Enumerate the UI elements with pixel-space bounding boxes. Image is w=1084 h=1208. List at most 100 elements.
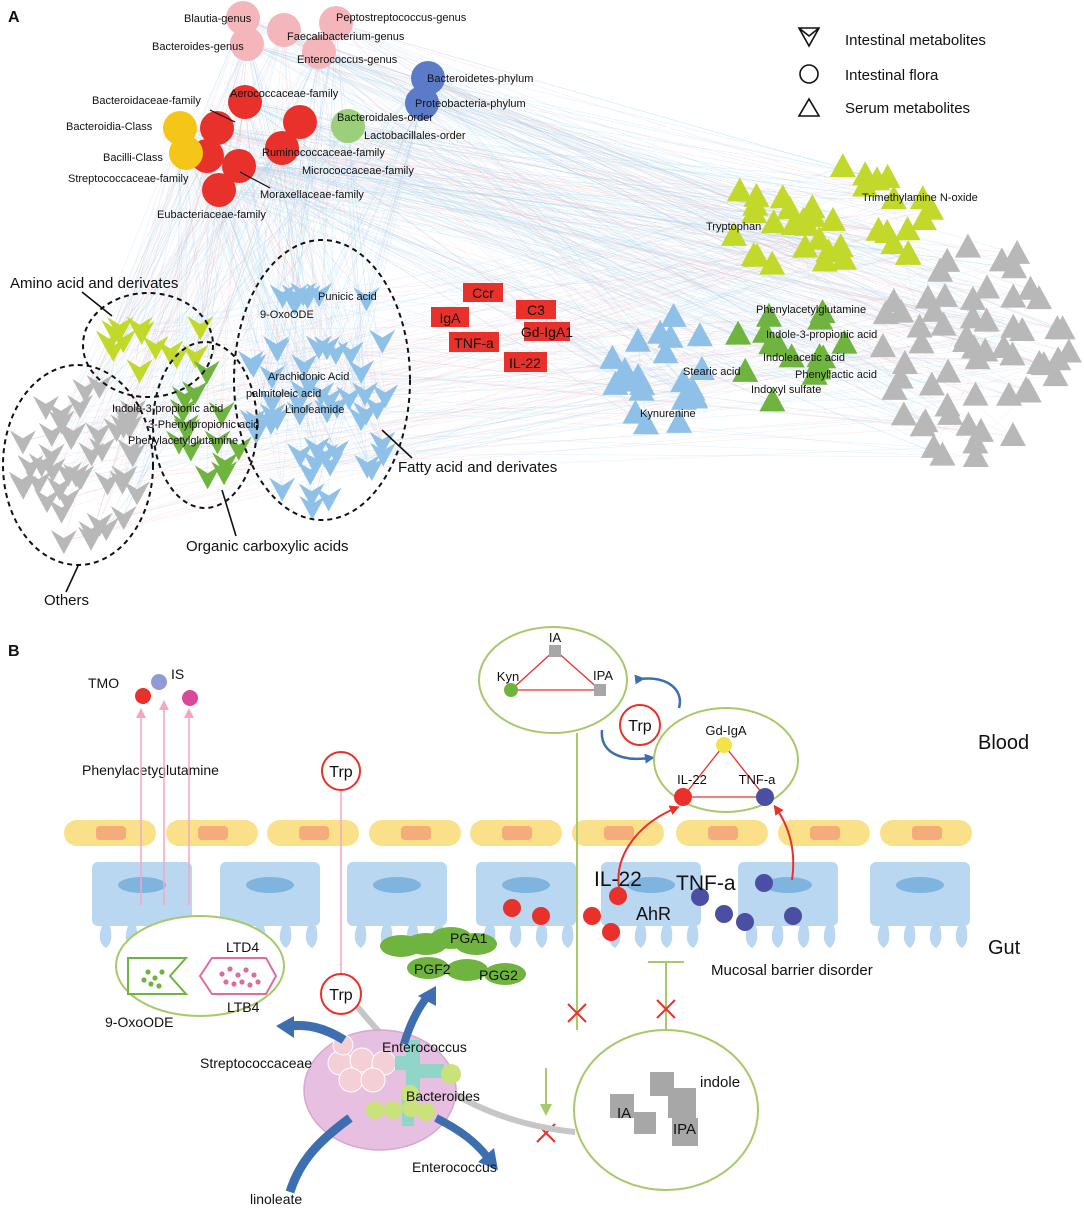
label-group-organic: Organic carboxylic acids — [186, 538, 349, 555]
flora-leader-lines — [209, 109, 271, 189]
label-enterococcus-genus: Enterococcus-genus — [297, 54, 398, 66]
panel-b-label: B — [8, 643, 20, 660]
label-ipa-box: IPA — [673, 1121, 696, 1138]
label-ipa-tri: IPA — [593, 668, 613, 683]
label-phenyllactic: Phenyllactic acid — [795, 369, 877, 381]
region-blood: Blood — [978, 732, 1029, 754]
label-gut-phenylacetylglutamine: Phenylacetylglutamine — [128, 435, 238, 447]
label-tnfa: TNF-a — [454, 335, 494, 351]
cytokine-triangle-group: Gd-IgA IL-22 TNF-a — [653, 707, 799, 813]
label-gd-iga: Gd-IgA — [705, 723, 747, 738]
label-trp-top: Trp — [329, 764, 353, 781]
label-kyn: Kyn — [497, 669, 519, 684]
label-pga1: PGA1 — [450, 930, 488, 946]
legend-intestinal-metabolites: Intestinal metabolites — [845, 32, 986, 49]
label-ia-tri: IA — [549, 630, 562, 645]
label-bacteroidetes: Bacteroidetes-phylum — [427, 73, 533, 85]
label-linoleate: linoleate — [250, 1191, 302, 1207]
label-group-others: Others — [44, 592, 89, 609]
trp-center-circle — [619, 704, 661, 746]
label-group-amino: Amino acid and derivates — [10, 275, 178, 292]
kyn-ellipse — [478, 626, 628, 734]
label-mucosal: Mucosal barrier disorder — [711, 962, 873, 979]
flora-labels: Blautia-genus Peptostreptococcus-genus F… — [66, 12, 533, 221]
cytokine-boxes: Ccr C3 IgA Gd-IgA1 TNF-a IL-22 — [431, 283, 573, 372]
kyn-dot — [504, 683, 518, 697]
label-iaa: Indoleacetic acid — [763, 352, 845, 364]
label-phenylpropionic: 3-Phenylpropionic acid — [148, 419, 259, 431]
tmo-dot — [135, 688, 151, 704]
label-iga: IgA — [439, 310, 461, 326]
ellipse-organic — [152, 341, 258, 509]
region-gut: Gut — [988, 937, 1021, 959]
label-oxoode: 9-OxoODE — [260, 309, 314, 321]
label-ltd4: LTD4 — [226, 939, 259, 955]
label-moraxellaceae: Moraxellaceae-family — [260, 189, 364, 201]
label-il22-tri: IL-22 — [677, 772, 707, 787]
trp-top-circle — [321, 751, 361, 791]
panel-b: B Blood Gut TMO IS Phenylacetyglutamine … — [8, 626, 1029, 1207]
group-leader-lines — [65, 291, 413, 593]
indole-ellipse — [573, 1029, 759, 1191]
legend-circle-icon — [799, 64, 819, 84]
label-phenylacetyglutamine: Phenylacetyglutamine — [82, 762, 219, 778]
legend-serum-metabolites: Serum metabolites — [845, 100, 970, 117]
label-ltb4: LTB4 — [227, 999, 260, 1015]
ellipse-amino — [82, 292, 214, 398]
kyn-triangle-group: IA Kyn IPA — [478, 626, 628, 734]
panel-a: A Intestinal metabolites Intestinal flor… — [2, 1, 1082, 609]
label-tnfa-tri: TNF-a — [739, 772, 777, 787]
ellipse-fatty — [233, 239, 411, 521]
trp-lower-circle — [320, 973, 362, 1015]
label-stearic: Stearic acid — [683, 366, 740, 378]
label-eubacteriaceae: Eubacteriaceae-family — [157, 209, 266, 221]
label-streptococcaceae: Streptococcaceae — [200, 1055, 312, 1071]
panel-a-label: A — [8, 9, 20, 26]
tnfa-arrow — [773, 804, 795, 881]
group-ellipses — [2, 239, 411, 566]
gut-metabolite-labels: 9-OxoODE Punicic acid Arachidonic Acid p… — [112, 291, 377, 447]
label-ccr: Ccr — [472, 285, 494, 301]
label-serum-ipa: Indole-3-propionic acid — [766, 329, 877, 341]
il22-dot — [674, 788, 692, 806]
legend-triangle-icon — [797, 97, 821, 117]
group-labels: Amino acid and derivates Fatty acid and … — [10, 275, 557, 609]
label-kynurenine: Kynurenine — [640, 408, 696, 420]
box-tnfa — [449, 332, 499, 352]
serum-labels: Tryptophan Trimethylamine N-oxide Phenyl… — [640, 192, 978, 420]
legend: Intestinal metabolites Intestinal flora … — [797, 27, 986, 117]
label-faecalibacterium: Faecalibacterium-genus — [287, 31, 405, 43]
label-tmo: TMO — [88, 675, 119, 691]
label-bacteroidaceae: Bacteroidaceae-family — [92, 95, 201, 107]
box-il22 — [504, 352, 547, 372]
label-peptostreptococcus: Peptostreptococcus-genus — [336, 12, 467, 24]
label-gd-iga1: Gd-IgA1 — [521, 324, 573, 340]
label-bacteroides-genus: Bacteroides-genus — [152, 41, 244, 53]
label-serum-phenylacetylglutamine: Phenylacetylglutamine — [756, 304, 866, 316]
ipa-square — [594, 684, 606, 696]
label-arachidonic: Arachidonic Acid — [268, 371, 349, 383]
label-proteobacteria: Proteobacteria-phylum — [415, 98, 526, 110]
oxoode-shape — [127, 957, 189, 995]
trp-center-group: Trp — [600, 674, 682, 764]
box-ccr — [463, 283, 503, 302]
is-dot — [151, 674, 167, 690]
label-group-fatty: Fatty acid and derivates — [398, 459, 557, 476]
cytokine-ellipse — [653, 707, 799, 813]
gut-cytokine-dots — [503, 874, 802, 941]
microbiota-cluster: Enterococcus Streptococcaceae Bacteroide… — [200, 986, 498, 1207]
magenta-dot — [182, 690, 198, 706]
label-trp-center: Trp — [628, 718, 652, 735]
label-streptococcaceae: Streptococcaceae-family — [68, 173, 189, 185]
gd-iga-dot — [716, 737, 732, 753]
label-is: IS — [171, 666, 184, 682]
box-gd-iga1 — [524, 322, 570, 341]
label-pgf2: PGF2 — [414, 961, 451, 977]
label-tnfa-gut: TNF-a — [676, 872, 736, 895]
label-linoleamide: Linoleamide — [285, 404, 344, 416]
ellipse-others — [2, 364, 154, 566]
label-ia-box: IA — [617, 1105, 631, 1122]
label-enterococcus-top: Enterococcus — [382, 1039, 467, 1055]
